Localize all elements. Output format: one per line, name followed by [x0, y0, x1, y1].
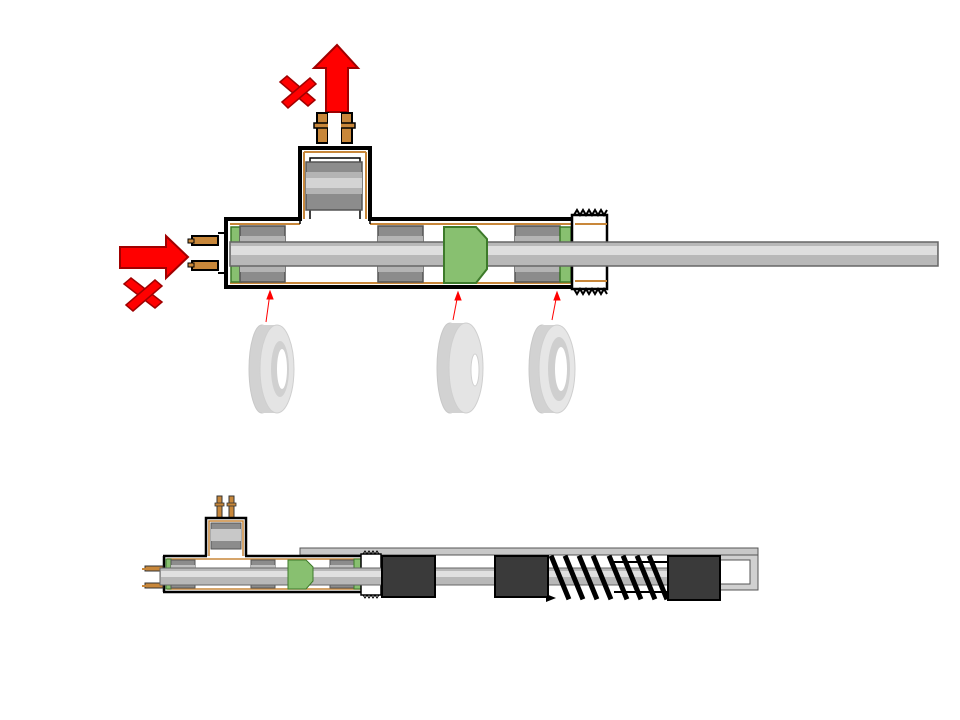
seal-ring-icon — [528, 324, 576, 414]
blocked-x-icon — [122, 277, 164, 312]
port-housing-small — [204, 516, 248, 558]
seal-ring-icon — [436, 322, 484, 414]
pointer-arrows — [265, 289, 561, 323]
bottom-assembly — [142, 495, 759, 602]
inlet-fitting — [187, 232, 226, 274]
clamp-block-left — [381, 555, 436, 598]
piston-head-small — [287, 559, 314, 590]
top-port-fitting-small — [214, 495, 237, 521]
blocked-x-icon — [278, 75, 318, 110]
inlet-arrow-right-icon — [119, 233, 190, 281]
top-assembly — [119, 43, 939, 414]
seal-ring-icon — [248, 324, 295, 414]
piston-head — [443, 226, 488, 284]
end-bracket — [719, 554, 759, 591]
piston-rod — [229, 241, 939, 267]
outlet-arrow-up-icon — [311, 43, 361, 113]
clamp-block-right — [667, 555, 721, 601]
port-housing — [298, 146, 372, 222]
spring-icon — [548, 554, 670, 601]
clamp-block-middle — [494, 555, 549, 598]
top-port-fitting — [313, 112, 356, 153]
